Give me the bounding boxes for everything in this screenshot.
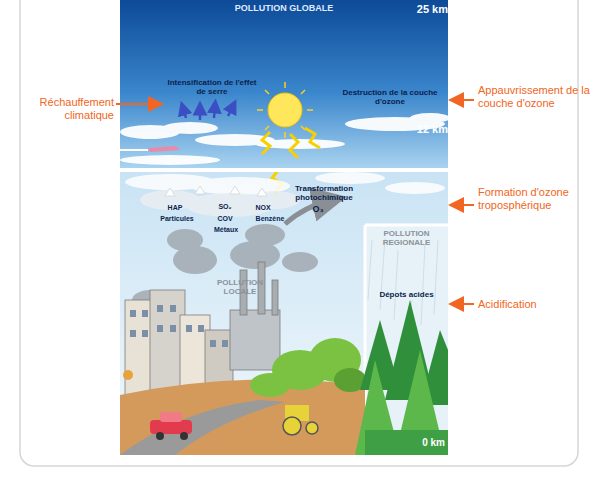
pollutant-label: Benzène [245, 215, 295, 223]
altitude-mark: 12 km [398, 123, 448, 136]
panel-title: POLLUTION LOCALE [208, 278, 272, 296]
chemical-formula: O₃ [303, 204, 333, 214]
regional-pollution-panel: POLLUTION REGIONALE [365, 225, 448, 455]
pollutant-label: Métaux [203, 226, 249, 234]
phenomenon-label: Transformation photochimique [282, 184, 366, 202]
pollutant-label: NOX [248, 204, 278, 212]
panel-title: POLLUTION GLOBALE [120, 3, 448, 13]
effect-callout: Appauvrissement de la couche d'ozone [478, 84, 590, 109]
pollutant-label: HAP [160, 204, 190, 212]
pollutant-label: Particules [152, 215, 202, 223]
effect-callout: Acidification [478, 298, 590, 311]
altitude-mark: 25 km [398, 3, 448, 16]
altitude-mark: 0 km [395, 437, 445, 449]
phenomenon-label: Intensification de l'effet de serre [162, 78, 262, 96]
panel-title: POLLUTION REGIONALE [365, 229, 448, 247]
pollutant-label: COV [205, 215, 245, 223]
local-pollution-scene: POLLUTION LOCALE POLLUTION REGIONALE [120, 172, 448, 455]
phenomenon-label: Destruction de la couche d'ozone [342, 88, 438, 106]
phenomenon-label: Dépots acides [365, 290, 448, 299]
effect-callout: Formation d'ozone troposphérique [478, 186, 590, 211]
pollutant-label: SO₂ [210, 203, 240, 211]
effect-callout: Réchauffement climatique [22, 96, 114, 121]
